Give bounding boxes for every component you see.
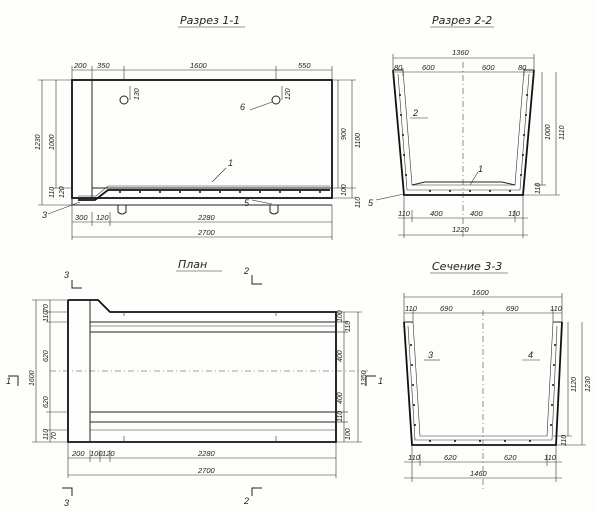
callout-1: 1 [228,158,233,168]
rebar-dots-3-3 [410,344,556,442]
dim-100-bottom: 100 [345,428,352,440]
dim-600-left: 600 [422,63,435,72]
callout-5: 5 [368,198,374,208]
dim-1000: 1000 [49,134,56,150]
dim-400-bottom: 400 [337,392,344,404]
callout-5: 5 [244,198,250,208]
dim-110-rbottom: 110 [337,411,344,422]
dim-120: 120 [102,449,115,458]
dim-690-l: 690 [440,304,453,313]
dim-200: 200 [71,449,85,458]
dim-1120: 1120 [571,377,578,392]
dim-1350: 1350 [361,370,368,386]
callout-1: 1 [478,164,483,174]
dim-100-right: 100 [341,184,348,196]
dim-1360: 1360 [452,48,470,57]
dim-110-bl: 110 [408,453,421,462]
callout-3: 3 [428,350,433,360]
section-mark-1-left: 1 [6,376,11,386]
dim-120-bottom: 120 [96,213,109,222]
dim-1000: 1000 [545,124,552,140]
rebar-dots-2-2 [399,94,528,192]
callout-4: 4 [528,350,533,360]
section-mark-3-top: 3 [64,270,69,280]
dim-2280: 2280 [197,449,216,458]
callout-6: 6 [240,102,245,112]
dim-1100: 1100 [355,133,362,148]
section-2-2-title: Разрез 2-2 [432,14,492,27]
plan-view: План 3 2 1 1 3 2 [6,258,383,508]
dim-100: 100 [90,449,103,458]
callout-3: 3 [42,210,47,220]
dim-1230: 1230 [35,134,42,150]
callout-2: 2 [412,108,418,118]
dim-600-right: 600 [482,63,495,72]
dim-350: 350 [97,61,110,70]
section-3-3: Сечение 3-3 1600 110 690 690 1 [403,260,592,490]
dim-110-tr: 110 [550,304,563,313]
dim-1600: 1600 [190,61,208,70]
dim-80-right: 80 [518,63,527,72]
section-1-1: Разрез 1-1 [35,14,362,240]
dim-620-bottom: 620 [43,396,50,408]
dim-70-bottom: 70 [51,432,58,440]
dim-110-top: 110 [43,311,50,322]
dim-110-tl: 110 [405,304,418,313]
dim-1220: 1220 [452,225,470,234]
dim-1110: 1110 [559,125,566,140]
dim-1460: 1460 [470,469,488,478]
dim-110-rtop: 110 [345,321,352,332]
dim-120-left: 120 [59,186,66,198]
section-1-1-title: Разрез 1-1 [180,14,240,27]
dim-1600: 1600 [29,370,36,386]
dim-110-br: 110 [508,209,521,218]
dim-690-r: 690 [506,304,519,313]
dim-620-r: 620 [504,453,517,462]
dim-400-l: 400 [430,209,443,218]
dim-620-top: 620 [43,350,50,362]
dim-110-left: 110 [49,187,56,198]
dim-110-right: 110 [355,197,362,208]
plan-title: План [178,258,207,271]
dim-110-br: 110 [544,453,557,462]
section-mark-2-bottom: 2 [243,496,249,506]
dim-550: 550 [298,61,311,70]
hole-dim-120: 120 [285,88,292,100]
hole-dim-130: 130 [134,88,141,100]
section-3-3-title: Сечение 3-3 [432,260,502,273]
dim-2280: 2280 [197,213,216,222]
dim-110-r: 110 [561,435,568,446]
dim-2700: 2700 [197,228,216,237]
dim-2700: 2700 [197,466,216,475]
dim-1600: 1600 [472,288,490,297]
section-mark-2-top: 2 [243,266,249,276]
rebar-dots-1-1 [119,191,321,193]
dim-1230: 1230 [585,376,592,392]
section-mark-1-right: 1 [378,376,383,386]
dim-110-bl: 110 [398,209,411,218]
dim-80-left: 80 [394,63,403,72]
dim-400-r: 400 [470,209,483,218]
section-2-2: Разрез 2-2 1360 80 600 6 [368,14,566,238]
dim-620-l: 620 [444,453,457,462]
dim-300: 300 [75,213,88,222]
dim-100-top: 100 [337,310,344,322]
dim-200: 200 [73,61,87,70]
dim-70-top: 70 [43,304,50,312]
section-mark-3-bottom: 3 [64,498,69,508]
dim-400-top: 400 [337,350,344,362]
dim-110-bottom: 110 [43,429,50,440]
dim-110-right: 110 [535,183,542,194]
dim-900: 900 [341,128,348,140]
